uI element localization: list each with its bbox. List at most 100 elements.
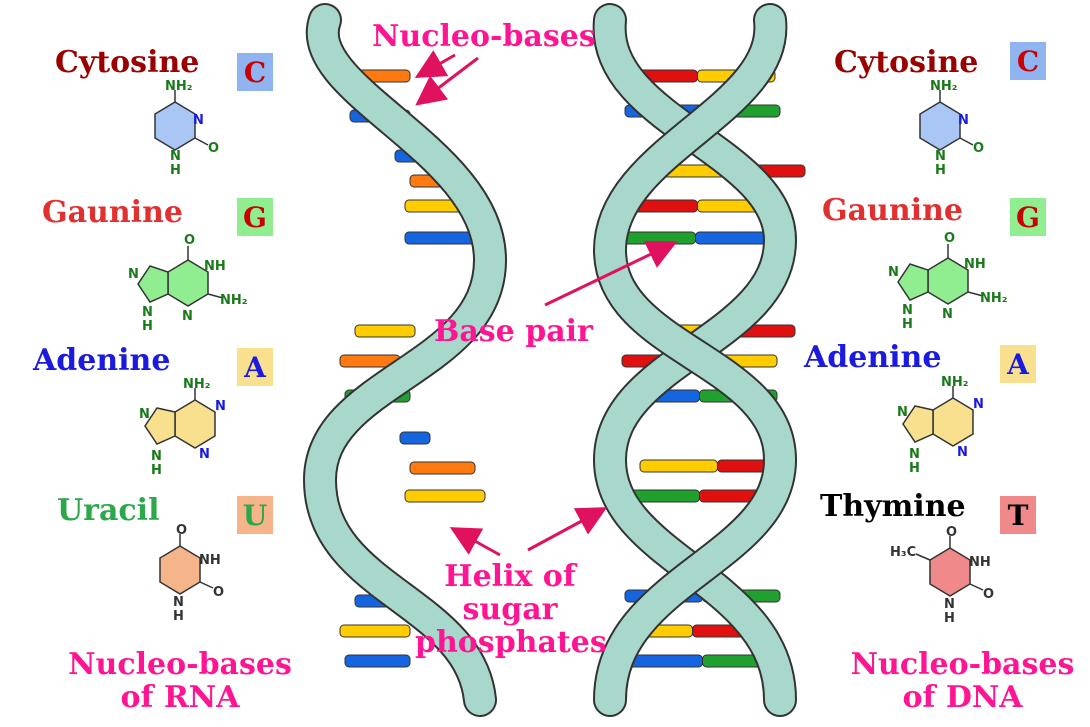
dna-base-rung [617, 231, 696, 245]
svg-text:N: N [958, 113, 969, 128]
rna-cytosine-label: Cytosine [55, 45, 200, 80]
helix-arrow-right [527, 507, 608, 552]
rna-cytosine-structure: NH₂ N N H O [154, 80, 219, 178]
svg-text:O: O [176, 524, 187, 538]
dna-adenine-letter: A [1000, 345, 1036, 383]
dna-caption-line2: of DNA [902, 680, 1023, 715]
svg-text:O: O [213, 585, 224, 600]
svg-text:N: N [199, 447, 210, 462]
svg-text:N: N [139, 407, 150, 422]
svg-text:N: N [897, 405, 908, 420]
rna-base-rung [409, 461, 476, 475]
dna-thymine-label: Thymine [820, 489, 966, 524]
rna-caption-line2: of RNA [120, 680, 240, 715]
dna-caption-line1: Nucleo-bases [850, 647, 1075, 682]
svg-text:H: H [944, 611, 955, 626]
svg-text:NH: NH [964, 257, 986, 272]
svg-text:H: H [142, 319, 153, 332]
svg-text:H: H [170, 163, 181, 178]
svg-text:H: H [909, 461, 920, 476]
svg-text:NH: NH [969, 555, 991, 570]
rna-cytosine-letter: C [237, 53, 273, 91]
dna-thymine-structure: H₃C O NH O N H [890, 526, 994, 626]
svg-text:H₃C: H₃C [890, 545, 916, 560]
rna-base-rung [404, 489, 486, 503]
svg-text:N: N [170, 149, 181, 164]
svg-text:NH₂: NH₂ [220, 293, 247, 308]
rna-uracil-letter: U [237, 496, 273, 534]
base-pair-arrow [544, 240, 678, 307]
dna-guanine-letter: G [1010, 198, 1046, 236]
dna-caption: Nucleo-bases of DNA [845, 648, 1080, 714]
svg-text:NH: NH [204, 259, 226, 274]
dna-base-rung [695, 231, 774, 245]
svg-text:O: O [983, 587, 994, 602]
helix-annotation-line2: sugar [462, 592, 558, 627]
rna-guanine-structure: O NH NH₂ N N N H [128, 233, 247, 332]
svg-text:N: N [173, 595, 184, 610]
dna-thymine-letter: T [1000, 496, 1036, 534]
svg-text:N: N [909, 447, 920, 462]
svg-text:NH₂: NH₂ [165, 80, 192, 94]
svg-text:N: N [902, 303, 913, 318]
svg-text:N: N [142, 305, 153, 320]
dna-cytosine-structure: NH₂ N N H O [919, 80, 984, 178]
svg-text:O: O [946, 526, 957, 540]
svg-text:H: H [151, 463, 162, 478]
rna-adenine-label: Adenine [33, 343, 171, 378]
svg-text:H: H [173, 609, 184, 624]
rna-backbone [304, 5, 506, 715]
rna-caption: Nucleo-bases of RNA [60, 648, 300, 714]
svg-text:NH₂: NH₂ [183, 378, 210, 392]
rna-uracil-structure: O NH O N H [159, 524, 224, 624]
rna-guanine-letter: G [237, 198, 273, 236]
svg-text:N: N [888, 265, 899, 280]
svg-text:NH₂: NH₂ [980, 291, 1007, 306]
dna-adenine-structure: NH₂ N N N N H [897, 376, 984, 476]
rna-base-rung [399, 431, 431, 445]
nucleobase-arrow-1 [414, 50, 456, 78]
svg-text:N: N [942, 307, 953, 322]
rna-guanine-label: Gaunine [42, 195, 183, 230]
dna-adenine-label: Adenine [804, 340, 942, 375]
svg-text:O: O [944, 231, 955, 246]
svg-text:H: H [902, 317, 913, 330]
rna-caption-line1: Nucleo-bases [68, 647, 292, 682]
rna-adenine-structure: NH₂ N N N N H [139, 378, 226, 478]
rna-adenine-letter: A [237, 348, 273, 386]
rna-base-rung [354, 324, 416, 338]
rna-base-rung [344, 654, 411, 668]
rna-base-rung [339, 624, 411, 638]
svg-text:N: N [935, 149, 946, 164]
svg-text:NH₂: NH₂ [930, 80, 957, 94]
svg-text:NH₂: NH₂ [941, 376, 968, 390]
dna-base-rung [639, 459, 718, 473]
svg-text:N: N [193, 113, 204, 128]
rna-uracil-label: Uracil [57, 493, 160, 528]
svg-text:N: N [128, 267, 139, 282]
svg-text:O: O [973, 141, 984, 156]
dna-cytosine-letter: C [1010, 42, 1046, 80]
dna-guanine-label: Gaunine [822, 193, 963, 228]
base-pair-annotation: Base pair [434, 314, 593, 349]
nucleobase-arrow-2 [415, 56, 479, 106]
svg-text:N: N [944, 597, 955, 612]
svg-text:NH: NH [199, 553, 221, 568]
dna-backbone-b [594, 5, 796, 715]
dna-cytosine-label: Cytosine [834, 45, 979, 80]
svg-text:N: N [957, 445, 968, 460]
svg-text:N: N [973, 397, 984, 412]
svg-text:O: O [208, 141, 219, 156]
svg-text:N: N [182, 309, 193, 324]
dna-guanine-structure: O NH NH₂ N N N H [888, 231, 1007, 330]
svg-text:H: H [935, 163, 946, 178]
helix-annotation-line3: phosphates [415, 625, 607, 660]
helix-annotation: Helix of sugar phosphates [415, 559, 607, 660]
nucleobases-annotation: Nucleo-bases [372, 19, 596, 54]
svg-text:O: O [184, 233, 195, 248]
helix-arrow-left [449, 527, 501, 557]
helix-annotation-line1: Helix of [444, 559, 576, 594]
svg-text:N: N [151, 449, 162, 464]
svg-text:N: N [215, 399, 226, 414]
